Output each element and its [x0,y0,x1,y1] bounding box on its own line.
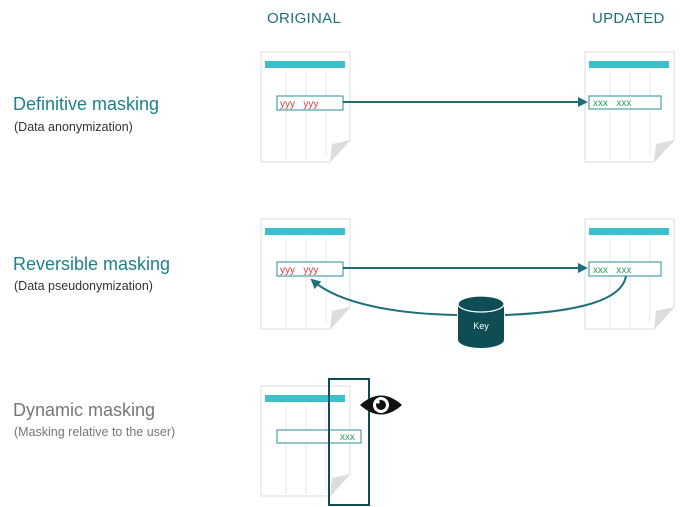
reversible-masking-subtitle: (Data pseudonymization) [14,279,153,293]
document-original-definitive: yyy yyy [260,51,351,163]
updated-cell-definitive: xxx xxx [593,98,631,109]
key-label: Key [473,321,489,331]
document-dynamic: xxx [260,385,362,497]
document-updated-reversible: xxx xxx [584,218,675,330]
eye-icon [360,395,402,415]
definitive-masking-subtitle: (Data anonymization) [14,120,133,134]
dynamic-masking-title: Dynamic masking [13,400,156,420]
updated-cell-reversible: xxx xxx [593,265,631,276]
return-curve-to-key [504,275,627,316]
original-cell-reversible: yyy yyy [280,265,318,276]
dynamic-mask-column [328,378,370,506]
return-arrow-from-key [310,278,458,316]
definitive-masking-title: Definitive masking [13,94,160,114]
header-updated: UPDATED [592,10,665,27]
document-original-reversible: yyy yyy [260,218,351,330]
header-original: ORIGINAL [267,10,342,27]
reversible-masking-title: Reversible masking [13,254,171,274]
original-cell-definitive: yyy yyy [280,99,318,110]
document-updated-definitive: xxx xxx [584,51,675,163]
key-database-icon: Key [457,295,505,348]
dynamic-cell: xxx [340,432,355,443]
dynamic-masking-subtitle: (Masking relative to the user) [14,425,176,439]
